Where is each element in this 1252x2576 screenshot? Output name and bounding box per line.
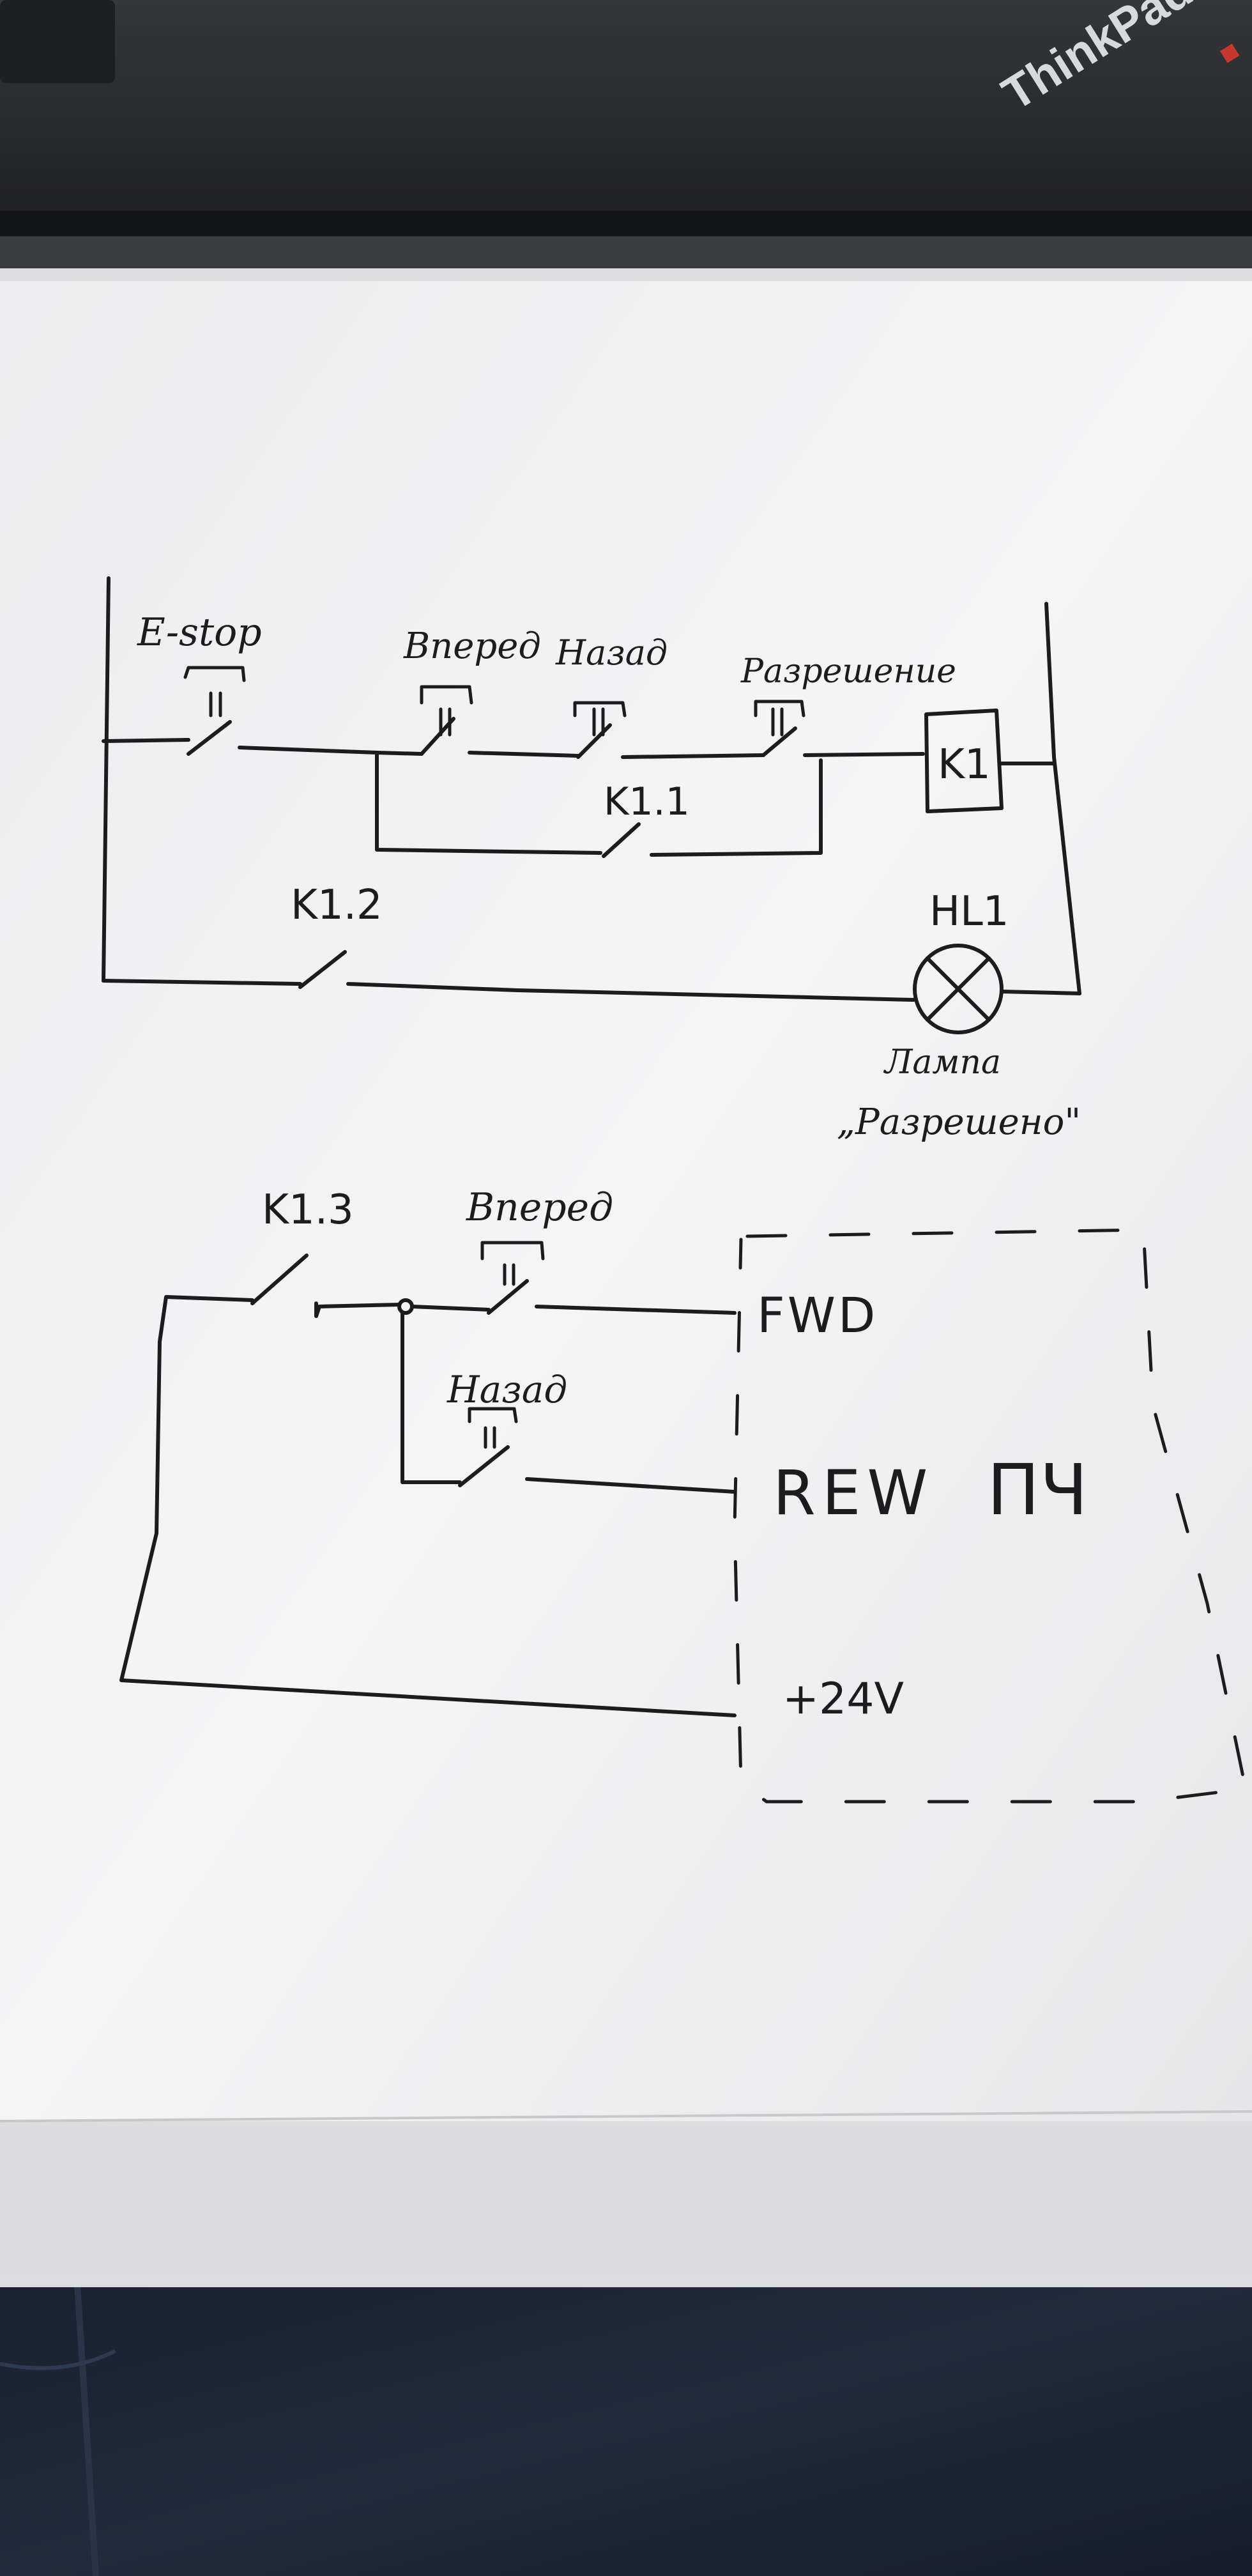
back2-label: Назад — [447, 1368, 567, 1411]
paper-sheet — [0, 268, 1252, 2287]
vfd-box — [733, 1228, 1248, 1804]
estop-button-symbol — [183, 666, 246, 717]
control-circuit-diagram: E-stop Вперед Назад Разрешение K1 K1.1 K… — [102, 576, 1081, 1143]
enable-label: Разрешение — [740, 652, 956, 691]
back2-contact — [458, 1445, 510, 1487]
k13-contact — [250, 1254, 309, 1305]
lamp-caption-line1: Лампа — [883, 1043, 1001, 1082]
lamp-caption-line2: „Разрешено" — [837, 1101, 1081, 1143]
k11-contact — [602, 822, 641, 858]
k12-contact — [298, 950, 347, 989]
forward2-button-symbol — [480, 1241, 545, 1286]
coil-k1-box — [924, 709, 1004, 813]
forward-label: Вперед — [403, 625, 541, 667]
forward-button-symbol — [420, 685, 473, 737]
coil-label: K1 — [938, 741, 991, 788]
left-power-rail — [102, 576, 111, 983]
back-contact — [576, 723, 612, 759]
forward2-contact — [487, 1279, 529, 1315]
laptop: ThinkPad — [0, 0, 1252, 236]
k12-label: K1.2 — [291, 882, 383, 929]
estop-contact — [187, 720, 232, 756]
estop-label: E-stop — [137, 610, 262, 655]
vfd-wiring-diagram: K1.3 Вперед Назад FWD REW ПЧ +24V — [119, 1185, 1248, 1804]
back-button-symbol — [573, 701, 627, 737]
vfd-name-label: ПЧ — [987, 1449, 1088, 1531]
enable-contact — [761, 726, 797, 757]
jeans-background — [0, 2274, 1252, 2576]
vfd-rew-label: REW — [773, 1457, 934, 1529]
enable-button-symbol — [754, 700, 805, 737]
vfd-24v-label: +24V — [782, 1674, 904, 1724]
k11-label: K1.1 — [604, 779, 690, 824]
lamp-id-label: HL1 — [929, 888, 1009, 935]
vfd-fwd-label: FWD — [757, 1287, 878, 1344]
back-label: Назад — [555, 632, 668, 673]
forward2-label: Вперед — [466, 1185, 613, 1230]
back2-button-symbol — [468, 1407, 518, 1449]
right-power-rail — [1044, 602, 1081, 995]
lamp-hl1 — [913, 944, 1004, 1034]
k13-label: K1.3 — [262, 1186, 354, 1234]
